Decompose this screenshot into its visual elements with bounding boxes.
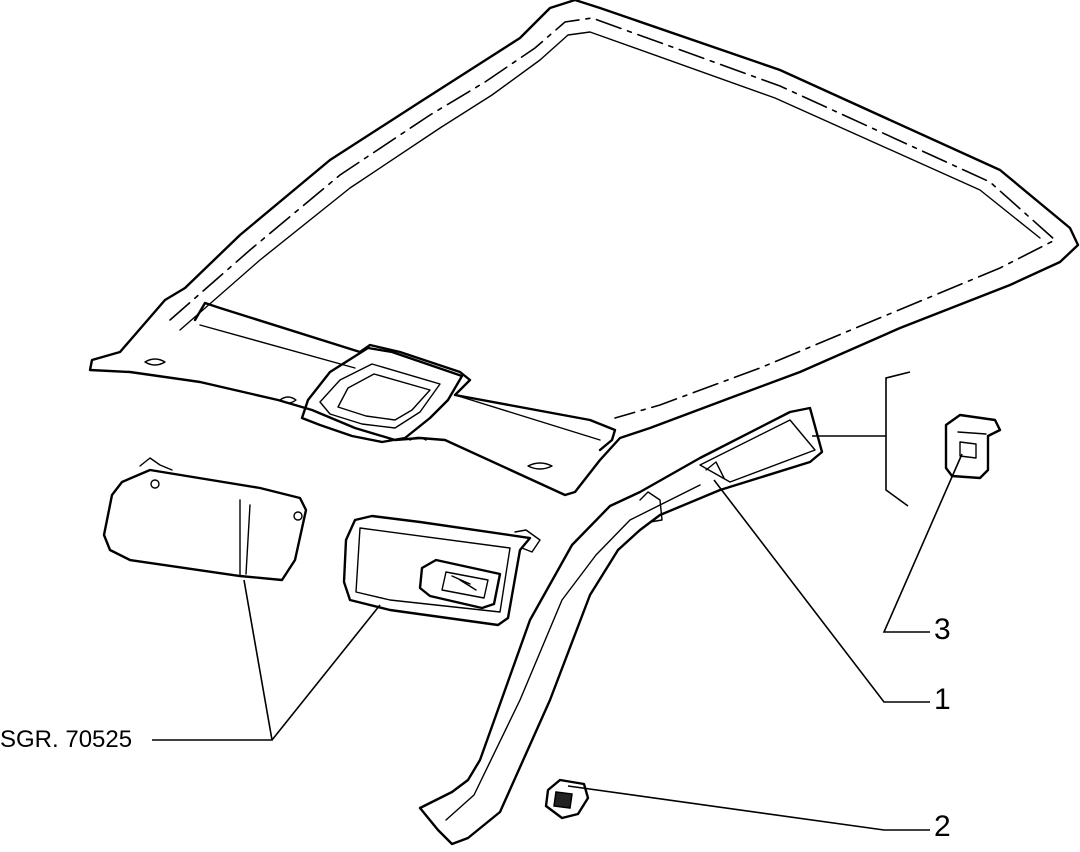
sun-visor-right	[342, 514, 541, 627]
leader-line-sgr	[152, 579, 381, 741]
reference-label-sgr: SGR. 70525	[0, 726, 132, 753]
pillar-trim-part-1	[418, 406, 824, 846]
clip-part-2	[544, 778, 590, 820]
callout-label-1: 1	[934, 683, 951, 716]
callout-label-3: 3	[934, 613, 951, 646]
leader-line-1	[713, 479, 930, 703]
leader-line-3	[882, 453, 963, 633]
callout-label-2: 2	[934, 810, 951, 843]
leader-line-2	[567, 785, 930, 831]
sun-visor-left	[102, 457, 308, 582]
group-bracket	[812, 371, 911, 507]
headliner-panel	[88, 0, 1080, 497]
bracket-part-3	[944, 413, 1002, 480]
